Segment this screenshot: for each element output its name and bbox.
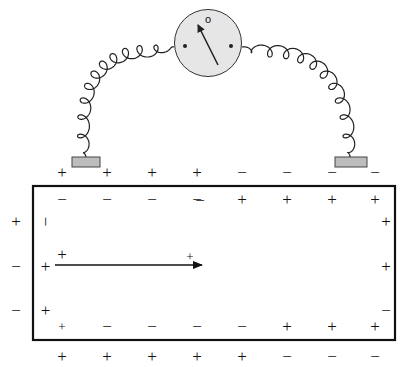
charge-sign: +	[38, 261, 55, 271]
charge-sign: −	[11, 302, 21, 319]
charge-sign: −	[370, 348, 380, 365]
charge-sign: −	[381, 302, 391, 319]
zero-mark: o	[175, 10, 241, 25]
charge-sign: +	[102, 164, 112, 181]
charge-sign: +	[282, 191, 292, 208]
charge-sign: −	[102, 191, 112, 208]
charge-sign: +	[57, 246, 67, 263]
charge-sign: +	[327, 191, 337, 208]
charge-sign: +	[192, 164, 202, 181]
galvanometer-dial: o	[174, 9, 242, 77]
contact-pad	[72, 157, 100, 167]
contact-pad	[335, 157, 367, 167]
conductor-plate	[33, 186, 395, 340]
charge-sign: +	[11, 213, 21, 230]
charge-sign: +	[192, 348, 202, 365]
charge-sign: −	[237, 318, 247, 335]
charge-sign: −	[327, 348, 337, 365]
charge-sign: −	[102, 318, 112, 335]
charge-sign: −	[195, 192, 205, 209]
charge-sign: +	[102, 348, 112, 365]
coiled-wire	[242, 45, 355, 157]
charge-sign: +	[237, 348, 247, 365]
charge-sign: −	[11, 258, 21, 275]
charge-sign: −	[38, 216, 55, 226]
field-arrow	[55, 264, 202, 266]
charge-sign: +	[58, 320, 65, 333]
charge-sign: +	[381, 258, 391, 275]
charge-sign: +	[147, 348, 157, 365]
charge-sign: −	[57, 191, 67, 208]
charge-sign: +	[282, 318, 292, 335]
charge-sign: −	[282, 164, 292, 181]
charge-sign: −	[237, 164, 247, 181]
charge-sign: +	[237, 191, 247, 208]
charge-sign: +	[57, 164, 67, 181]
charge-sign: +	[381, 213, 391, 230]
charge-sign: +	[147, 164, 157, 181]
charge-sign: −	[147, 318, 157, 335]
charge-sign: −	[370, 164, 380, 181]
charge-sign: +	[370, 318, 380, 335]
charge-sign: −	[327, 164, 337, 181]
charge-sign: +	[327, 318, 337, 335]
charge-sign: −	[147, 191, 157, 208]
coiled-wire	[78, 45, 175, 157]
charge-sign: +	[370, 191, 380, 208]
charge-sign: +	[38, 305, 55, 315]
charge-sign: −	[282, 348, 292, 365]
charge-sign: −	[192, 318, 202, 335]
charge-sign: +	[57, 348, 67, 365]
charge-sign: +	[186, 250, 193, 263]
